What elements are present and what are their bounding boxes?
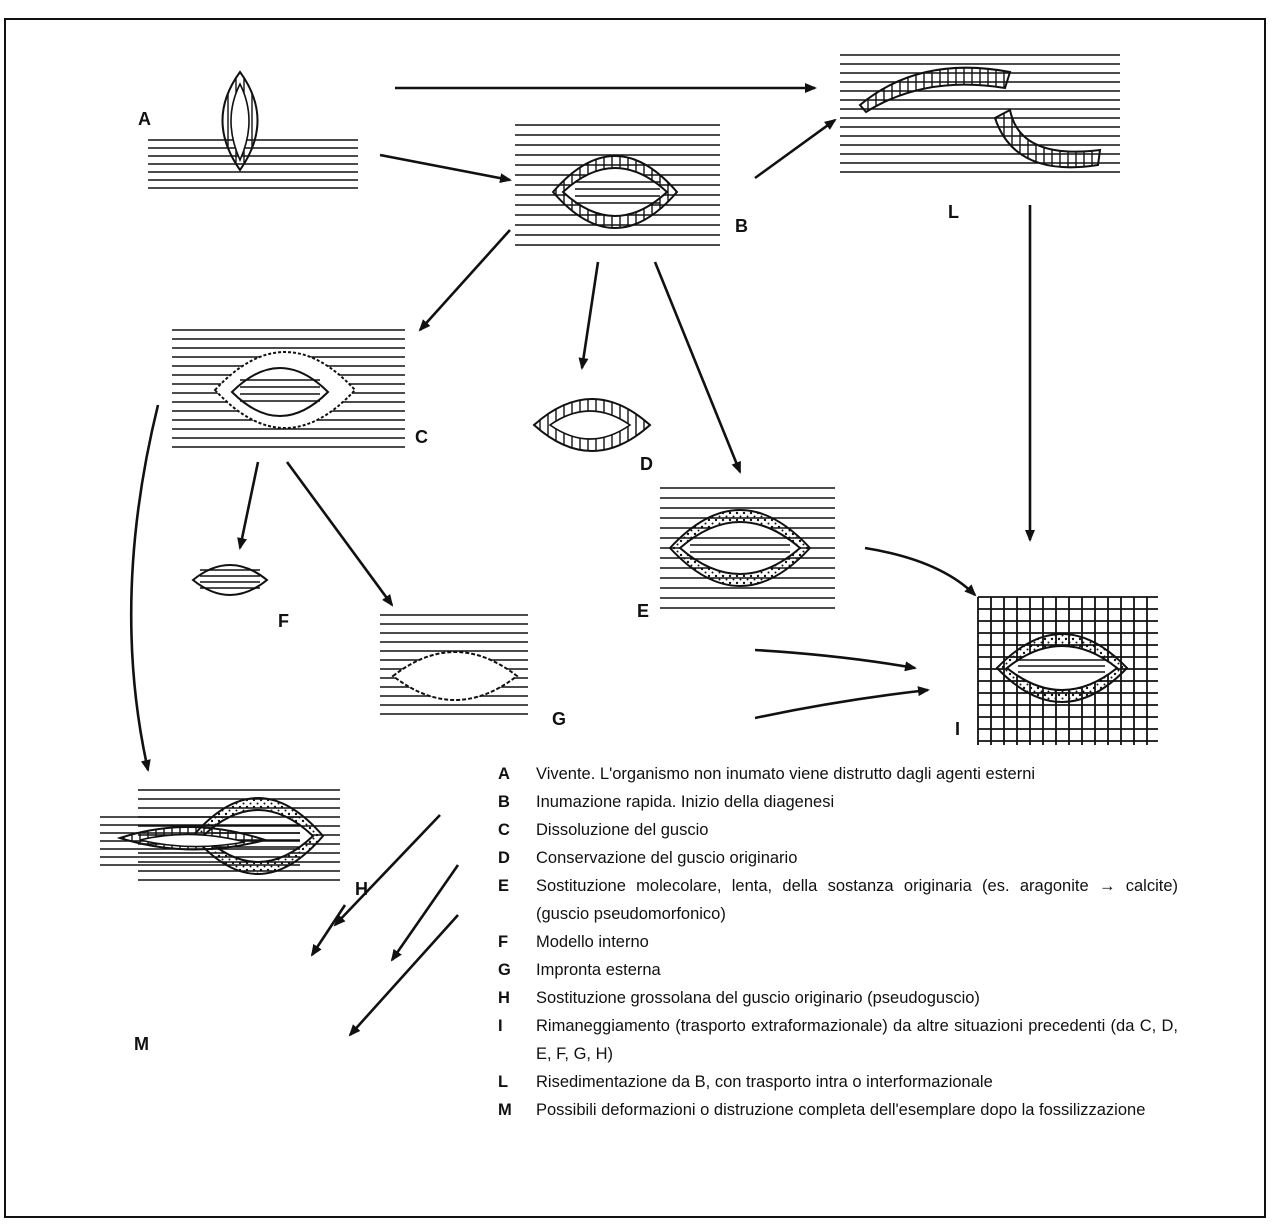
arrow-b-to-l (755, 120, 835, 178)
arrow-e-to-i (865, 548, 975, 595)
panel-m (100, 817, 300, 865)
legend-text: Conservazione del guscio originario (536, 844, 1178, 872)
arrow-c-to-h (131, 405, 158, 770)
arrow-reworking-5 (350, 915, 458, 1035)
legend-key: A (498, 760, 536, 788)
panel-label-l: L (948, 202, 959, 222)
legend-text: Inumazione rapida. Inizio della diagenes… (536, 788, 1178, 816)
panel-label-m: M (134, 1034, 149, 1054)
legend-key: C (498, 816, 536, 844)
panel-label-h: H (355, 879, 368, 899)
legend-text: Sostituzione grossolana del guscio origi… (536, 984, 1178, 1012)
arrow-a-to-b (380, 155, 510, 180)
arrow-h-to-m (312, 905, 345, 955)
legend-text: Vivente. L'organismo non inumato viene d… (536, 760, 1178, 788)
legend-text: Sostituzione molecolare, lenta, della so… (536, 872, 1178, 928)
panel-b (515, 125, 720, 245)
arrow-reworking-3 (335, 815, 440, 925)
panel-label-b: B (735, 216, 748, 236)
panel-c (172, 330, 405, 447)
arrow-b-to-e (655, 262, 740, 472)
legend-key: F (498, 928, 536, 956)
legend-text: Impronta esterna (536, 956, 1178, 984)
panel-l (840, 55, 1120, 172)
panel-label-g: G (552, 709, 566, 729)
panel-i (978, 597, 1158, 745)
panel-label-d: D (640, 454, 653, 474)
panel-f (193, 565, 267, 595)
panel-d (534, 399, 650, 451)
panel-label-f: F (278, 611, 289, 631)
legend-key: H (498, 984, 536, 1012)
arrow-reworking-4 (392, 865, 458, 960)
legend-text: Risedimentazione da B, con trasporto int… (536, 1068, 1178, 1096)
legend-key: D (498, 844, 536, 872)
arrow-c-to-g (287, 462, 392, 605)
legend-key: L (498, 1068, 536, 1096)
legend-key: G (498, 956, 536, 984)
legend-text: Modello interno (536, 928, 1178, 956)
panel-label-e: E (637, 601, 649, 621)
panel-g (380, 615, 528, 714)
panel-a (148, 72, 358, 188)
panel-e (660, 488, 835, 608)
legend-text: Rimaneggiamento (trasporto extraformazio… (536, 1012, 1178, 1068)
panel-label-c: C (415, 427, 428, 447)
arrow-c-to-f (240, 462, 258, 548)
panel-label-i: I (955, 719, 960, 739)
arrow-b-to-d (582, 262, 598, 368)
arrow-reworking-1 (755, 650, 915, 668)
legend-text: Dissoluzione del guscio (536, 816, 1178, 844)
legend-text: Possibili deformazioni o distruzione com… (536, 1096, 1178, 1124)
legend-key: E (498, 872, 536, 928)
legend-key: I (498, 1012, 536, 1068)
legend-key: M (498, 1096, 536, 1124)
legend-key: B (498, 788, 536, 816)
arrow-b-to-c (420, 230, 510, 330)
panel-label-a: A (138, 109, 151, 129)
arrow-reworking-2 (755, 690, 928, 718)
